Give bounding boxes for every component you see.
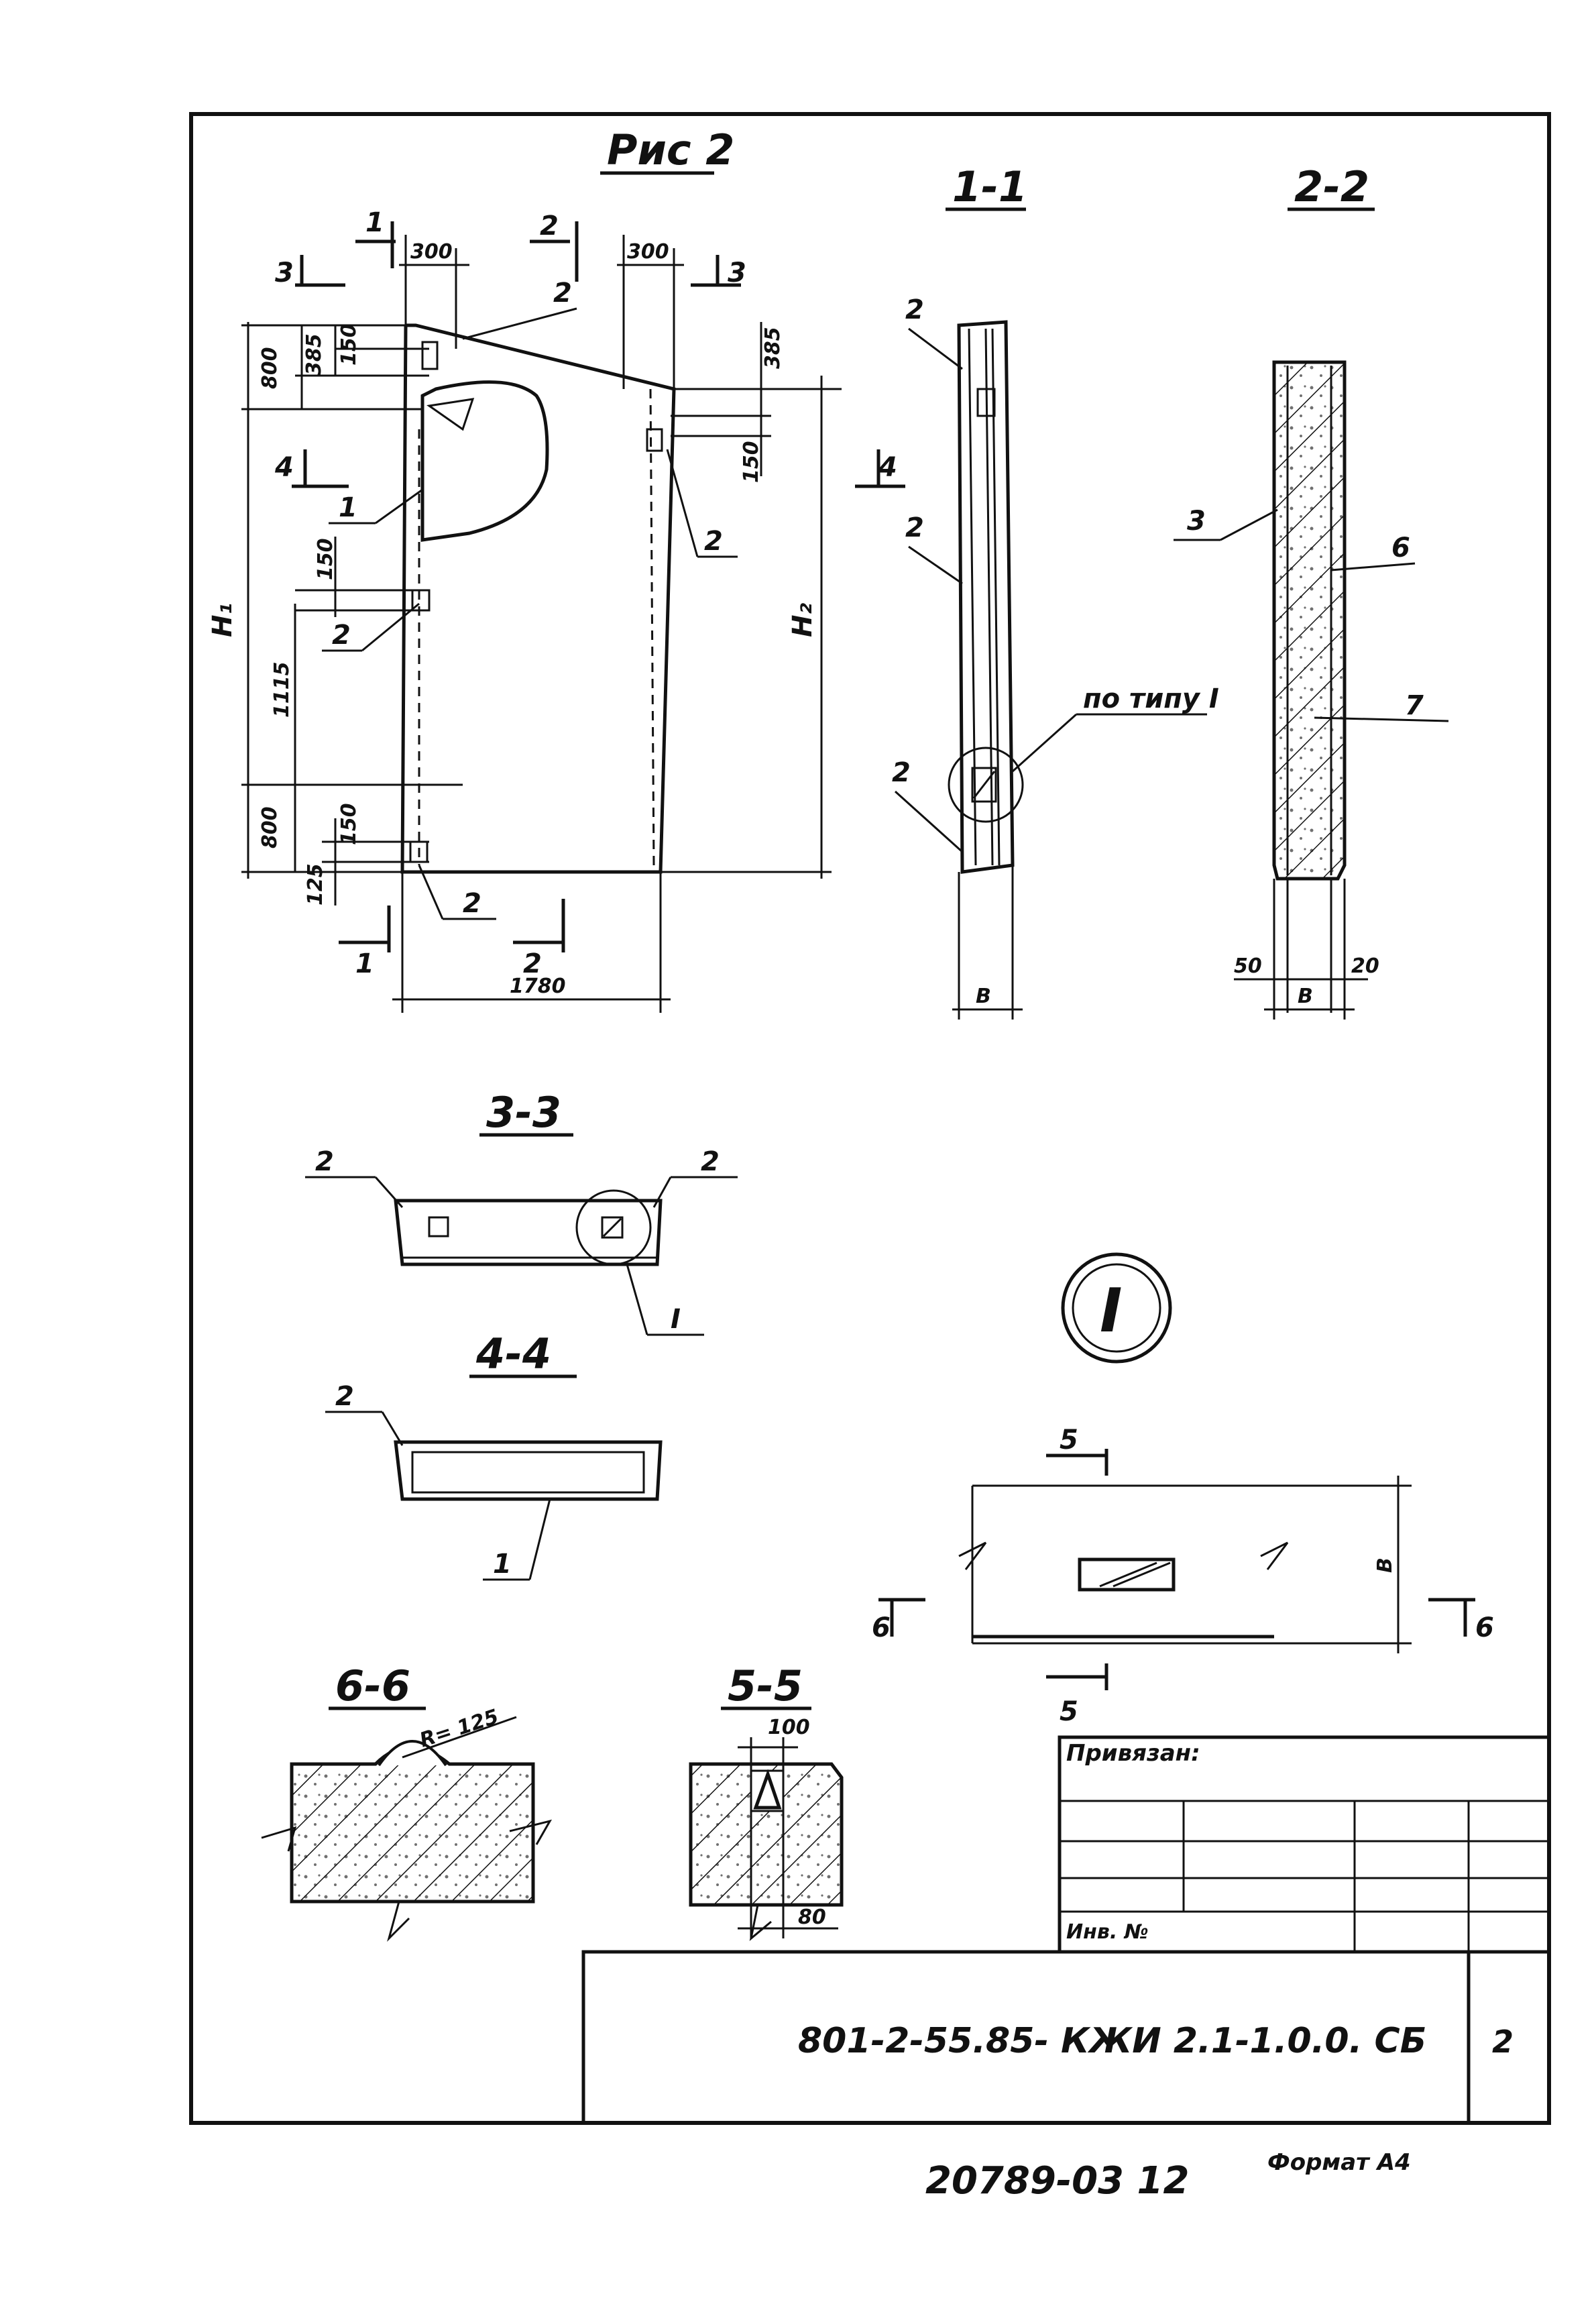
dim-800-top: 800	[258, 347, 282, 389]
section-3-3: 3-3 2 2 I	[305, 1088, 738, 1336]
detail-I-cut-5-top: 5	[1060, 1425, 1078, 1456]
s66-radius: R= 125	[417, 1705, 502, 1753]
title-block-inv-no: Инв. №	[1066, 1920, 1149, 1944]
section-5-5: 5-5 100 80	[689, 1661, 844, 1941]
s44-callout-2: 2	[335, 1381, 354, 1412]
s11-callout-2-a: 2	[905, 294, 924, 325]
s22-dim-b: В	[1298, 985, 1313, 1008]
dim-300-left: 300	[410, 240, 453, 264]
figure-title: Рис 2	[607, 125, 734, 174]
s22-callout-7: 7	[1405, 690, 1424, 721]
title-block: Привязан: Инв. № 801-2-55.85- КЖИ 2.1-1.…	[581, 1735, 1551, 2125]
section-6-6-title: 6-6	[335, 1661, 410, 1710]
s33-detail-ref: I	[671, 1304, 681, 1335]
dim-125: 125	[304, 863, 327, 905]
s33-callout-2-b: 2	[701, 1146, 720, 1177]
detail-I-cut-5-bottom: 5	[1060, 1696, 1078, 1727]
detail-I-cut-6-right: 6	[1475, 1612, 1494, 1643]
h1-label: H₁	[207, 603, 238, 637]
dim-150-bottom: 150	[337, 803, 361, 845]
detail-I-dim-b: В	[1373, 1557, 1397, 1573]
section-1-1: 1-1 2 2 2 по типу I В	[892, 162, 1219, 1020]
section-6-6: 6-6 R= 125	[261, 1661, 553, 1942]
s22-callout-3: 3	[1187, 506, 1206, 537]
section-2-2: 2-2 3 6 7 50 В 20	[1174, 162, 1449, 1020]
dim-150-mid: 150	[314, 538, 337, 580]
callout-2-c: 2	[332, 620, 351, 651]
s22-callout-6: 6	[1391, 533, 1410, 563]
title-block-sheet: 2	[1492, 2024, 1514, 2060]
main-view: Рис 2 800 385 150 150 1115 H₁	[207, 125, 905, 1013]
section-1-1-title: 1-1	[952, 162, 1027, 211]
footer-stamp: 20789-03 12	[925, 2159, 1189, 2203]
cut-2-bottom: 2	[523, 948, 542, 979]
s44-callout-1: 1	[493, 1549, 512, 1580]
callout-2-a: 2	[553, 278, 572, 309]
dim-1780: 1780	[510, 975, 566, 998]
dim-385-left: 385	[302, 333, 326, 376]
dim-300-right: 300	[627, 240, 669, 264]
panel-outline	[400, 323, 676, 874]
s55-dim-100: 100	[768, 1716, 810, 1739]
s11-dim-b: В	[976, 985, 991, 1008]
cut-4-right: 4	[878, 452, 897, 483]
s22-dim-50: 50	[1234, 954, 1262, 978]
s55-dim-80: 80	[798, 1906, 826, 1929]
callout-2-d: 2	[463, 888, 481, 919]
s22-dim-20: 20	[1351, 954, 1379, 978]
callout-2-b: 2	[704, 526, 723, 557]
footer-format: Формат А4	[1267, 2149, 1411, 2176]
section-4-4-title: 4-4	[475, 1329, 551, 1378]
h2-label: H₂	[787, 603, 818, 637]
cut-1-bottom: 1	[355, 948, 374, 979]
dim-150-top: 150	[337, 323, 361, 366]
s11-callout-2-b: 2	[905, 512, 924, 543]
s11-detail-ref: по типу I	[1083, 683, 1219, 714]
title-block-doc-code: 801-2-55.85- КЖИ 2.1-1.0.0. СБ	[798, 2021, 1426, 2061]
section-4-4: 4-4 2 1	[325, 1329, 663, 1581]
section-3-3-title: 3-3	[486, 1088, 561, 1137]
cut-3-right: 3	[728, 258, 746, 288]
detail-I: I В 5 5 6 6	[872, 1252, 1494, 1727]
title-block-privyazan: Привязан:	[1066, 1740, 1200, 1767]
dim-800-bottom: 800	[258, 806, 282, 848]
cut-2-top: 2	[540, 211, 559, 241]
dim-1115: 1115	[270, 662, 294, 718]
callout-1: 1	[339, 492, 357, 523]
dim-150-right: 150	[740, 441, 763, 483]
detail-I-cut-6-left: 6	[872, 1612, 891, 1643]
cut-3-left: 3	[275, 258, 294, 288]
window-opening	[420, 380, 549, 542]
s33-callout-2-a: 2	[315, 1146, 334, 1177]
cut-4-left: 4	[274, 452, 294, 483]
s11-callout-2-c: 2	[892, 757, 911, 788]
dim-385-right: 385	[761, 327, 785, 369]
section-5-5-title: 5-5	[728, 1661, 803, 1710]
cut-1-top: 1	[365, 207, 384, 238]
detail-I-mark: I	[1100, 1276, 1123, 1346]
section-2-2-title: 2-2	[1294, 162, 1369, 211]
